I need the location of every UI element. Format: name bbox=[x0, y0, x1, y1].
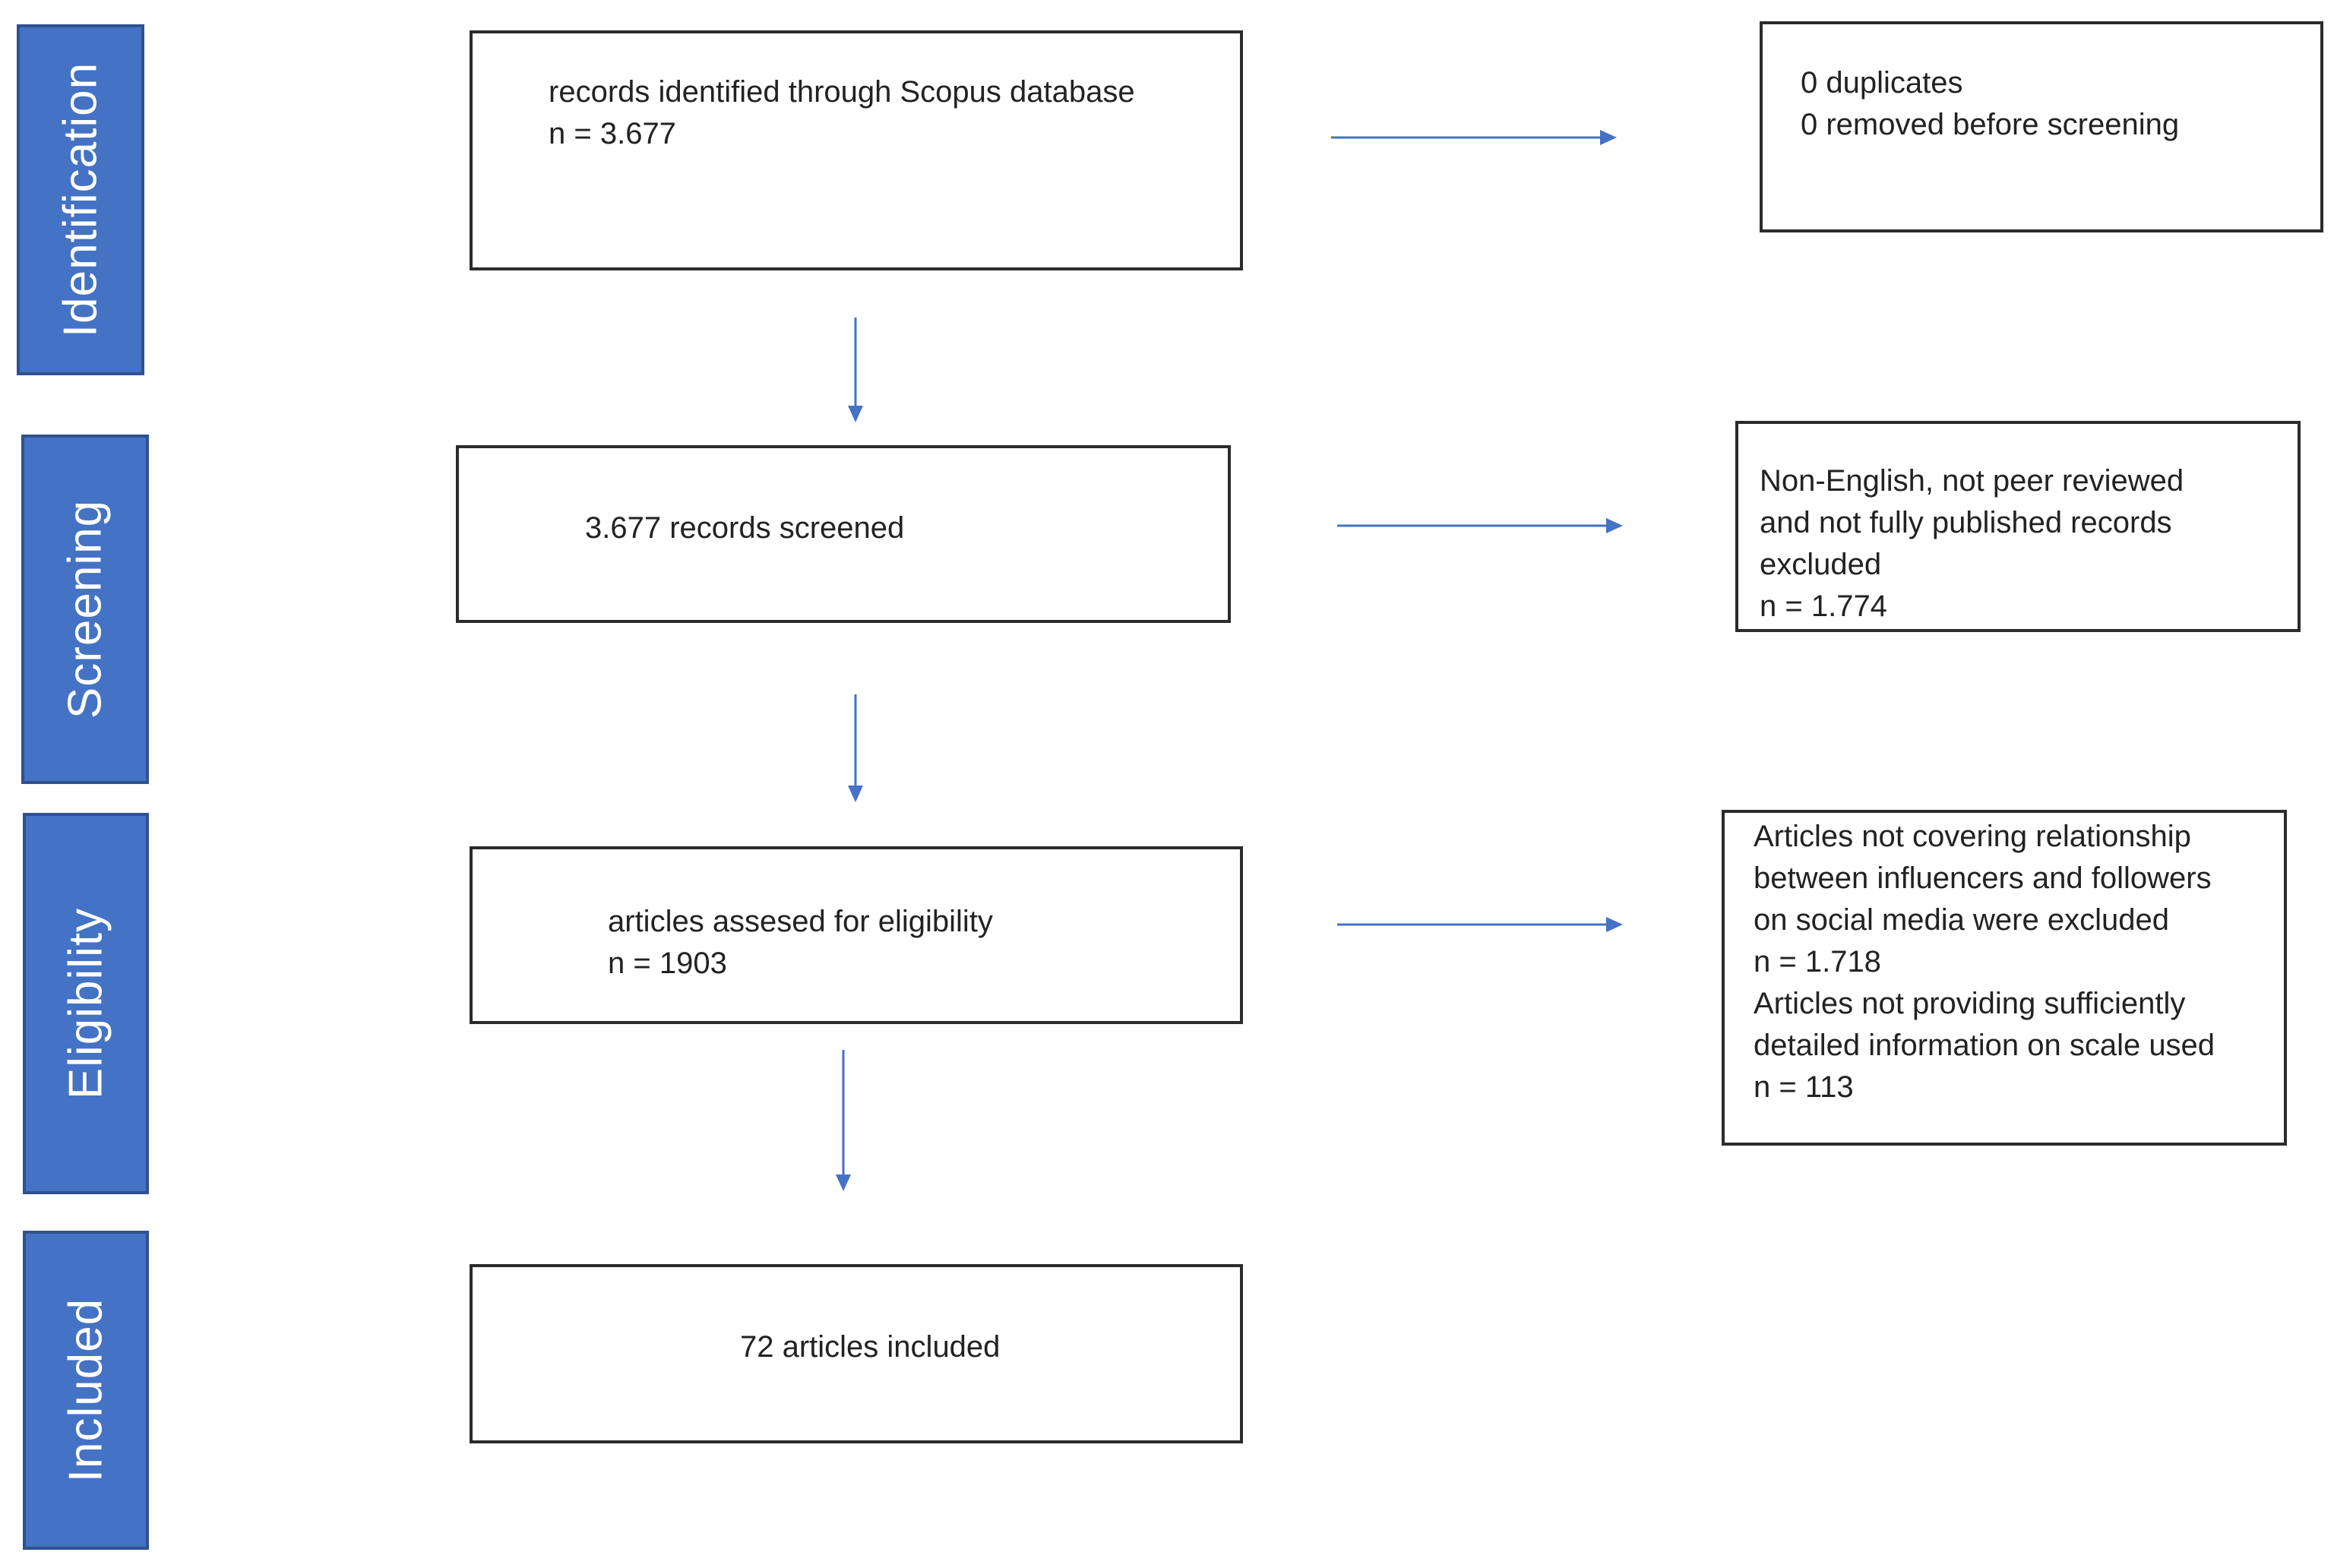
stage-screening-label: Screening bbox=[59, 499, 112, 719]
records-identified-count: n = 3.677 bbox=[549, 117, 676, 150]
duplicates-removed-box: 0 duplicates 0 removed before screening bbox=[1760, 21, 2323, 232]
eligibility-excluded-count-1: n = 1.718 bbox=[1754, 945, 1881, 978]
duplicates-removed-text: 0 duplicates 0 removed before screening bbox=[1801, 62, 2179, 146]
arrow-eligibility-to-included bbox=[836, 1050, 851, 1191]
arrow-eligibility-to-excluded bbox=[1337, 917, 1623, 932]
screening-excluded-line-3: excluded bbox=[1760, 548, 1882, 581]
screening-excluded-text: Non-English, not peer reviewed and not f… bbox=[1760, 460, 2184, 628]
eligibility-excluded-text: Articles not covering relationship betwe… bbox=[1754, 816, 2215, 1108]
eligibility-excluded-line-2: between influencers and followers bbox=[1754, 861, 2212, 895]
eligibility-assessed-text: articles assesed for eligibility n = 190… bbox=[608, 901, 993, 985]
records-identified-box: records identified through Scopus databa… bbox=[470, 30, 1243, 270]
records-identified-source: records identified through Scopus databa… bbox=[549, 75, 1135, 109]
eligibility-assessed-label: articles assesed for eligibility bbox=[608, 905, 993, 938]
screening-excluded-count: n = 1.774 bbox=[1760, 590, 1887, 623]
stage-eligibility-label: Eligibility bbox=[59, 907, 112, 1100]
eligibility-excluded-line-3: on social media were excluded bbox=[1754, 903, 2169, 937]
eligibility-excluded-count-2: n = 113 bbox=[1754, 1070, 1854, 1104]
articles-included-text: 72 articles included bbox=[740, 1326, 1000, 1368]
stage-screening: Screening bbox=[21, 435, 149, 784]
stage-identification: Identification bbox=[17, 24, 144, 375]
arrow-screened-to-excluded bbox=[1337, 518, 1623, 533]
arrow-identified-to-duplicates bbox=[1331, 130, 1617, 145]
records-screened-count: 3.677 records screened bbox=[585, 511, 905, 545]
stage-included: Included bbox=[23, 1231, 149, 1550]
eligibility-assessed-count: n = 1903 bbox=[608, 947, 727, 980]
removed-before-screening: 0 removed before screening bbox=[1801, 108, 2180, 141]
stage-identification-label: Identification bbox=[54, 62, 107, 338]
arrow-identified-to-screened bbox=[848, 318, 863, 422]
records-identified-text: records identified through Scopus databa… bbox=[549, 71, 1135, 155]
arrow-screened-to-eligibility bbox=[848, 694, 863, 802]
records-screened-box: 3.677 records screened bbox=[456, 445, 1231, 623]
eligibility-excluded-line-5: Articles not providing sufficiently bbox=[1754, 987, 2186, 1020]
eligibility-assessed-box: articles assesed for eligibility n = 190… bbox=[470, 846, 1243, 1024]
stage-included-label: Included bbox=[59, 1298, 112, 1483]
screening-excluded-box: Non-English, not peer reviewed and not f… bbox=[1735, 421, 2301, 632]
stage-eligibility: Eligibility bbox=[23, 813, 149, 1194]
eligibility-excluded-box: Articles not covering relationship betwe… bbox=[1722, 810, 2287, 1146]
screening-excluded-line-2: and not fully published records bbox=[1760, 506, 2172, 539]
duplicates-count: 0 duplicates bbox=[1801, 66, 1963, 100]
screening-excluded-line-1: Non-English, not peer reviewed bbox=[1760, 464, 2184, 498]
records-screened-text: 3.677 records screened bbox=[585, 507, 904, 549]
articles-included-count: 72 articles included bbox=[740, 1330, 1001, 1364]
eligibility-excluded-line-1: Articles not covering relationship bbox=[1754, 820, 2191, 853]
articles-included-box: 72 articles included bbox=[470, 1264, 1243, 1443]
eligibility-excluded-line-6: detailed information on scale used bbox=[1754, 1029, 2215, 1062]
